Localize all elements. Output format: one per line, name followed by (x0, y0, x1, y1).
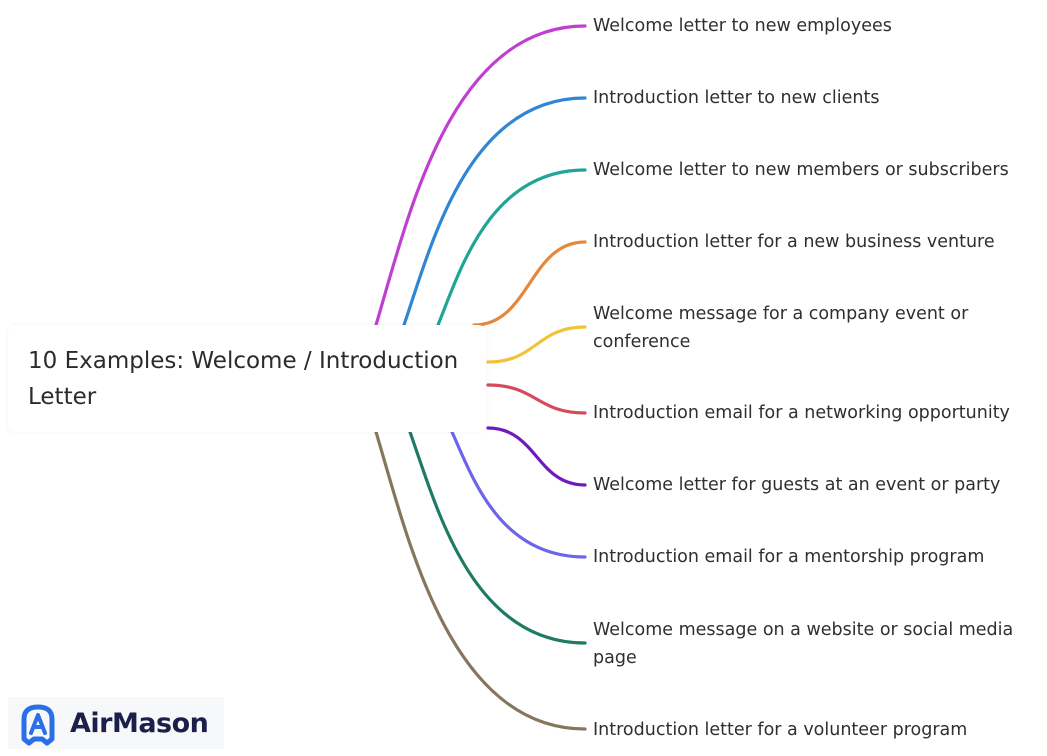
connector-9 (408, 430, 587, 645)
connector-5 (486, 325, 587, 364)
branch-label-4: Introduction letter for a new business v… (593, 232, 995, 252)
branch-label-10: Introduction letter for a volunteer prog… (593, 720, 968, 740)
logo-text: AirMason (70, 707, 209, 739)
branch-label-2: Introduction letter to new clients (593, 88, 880, 108)
branch-label-7: Welcome letter for guests at an event or… (593, 475, 1001, 495)
root-node: 10 Examples: Welcome / Introduction Lett… (8, 325, 486, 432)
branch-label-3: Welcome letter to new members or subscri… (593, 160, 1009, 180)
connector-4 (472, 240, 587, 327)
branch-label-8: Introduction email for a mentorship prog… (593, 547, 985, 567)
connector-7 (486, 426, 587, 487)
root-title: 10 Examples: Welcome / Introduction Lett… (28, 348, 459, 410)
connector-1 (374, 24, 587, 327)
branch-label-9: Welcome message on a website or social m… (593, 620, 1014, 668)
connector-8 (450, 430, 587, 559)
branch-label-5: Welcome message for a company event or c… (593, 304, 969, 352)
airmason-logo: AirMason (8, 697, 224, 749)
connector-2 (402, 96, 587, 327)
connector-6 (486, 383, 587, 415)
branch-label-6: Introduction email for a networking oppo… (593, 403, 1010, 423)
connector-10 (374, 430, 587, 731)
branch-label-1: Welcome letter to new employees (593, 16, 892, 36)
airmason-logo-icon (21, 704, 55, 746)
connector-3 (436, 168, 587, 327)
